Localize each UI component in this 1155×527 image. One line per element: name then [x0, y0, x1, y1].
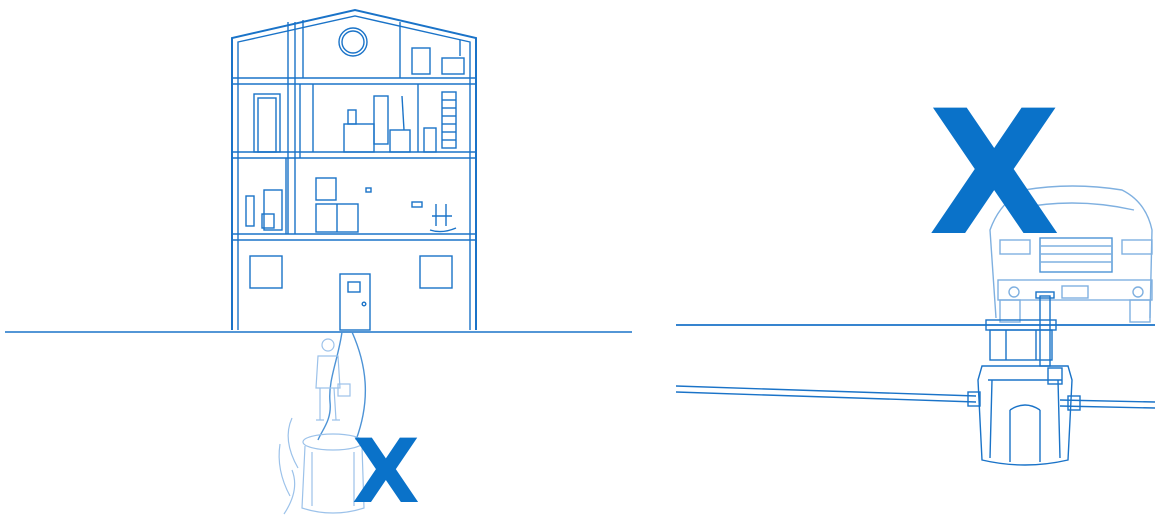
- buried-tank-icon: [968, 292, 1080, 465]
- left-x-mark: X: [352, 428, 420, 516]
- house-cutaway-icon: [232, 10, 476, 330]
- person-with-briefcase-icon: [316, 339, 350, 420]
- right-x-mark: X: [928, 88, 1061, 260]
- left-scene: [5, 10, 632, 514]
- right-scene: [676, 186, 1155, 465]
- right-pipe: [676, 386, 976, 402]
